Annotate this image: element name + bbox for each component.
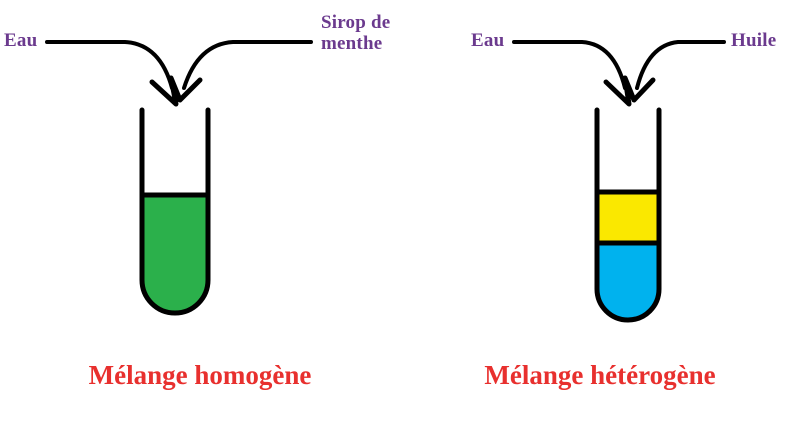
test-tube-right	[594, 107, 662, 323]
caption-melange-homogene: Mélange homogène	[88, 360, 312, 390]
liquid-huile	[597, 192, 659, 243]
label-huile: Huile	[731, 30, 777, 51]
label-eau-left: Eau	[4, 30, 38, 51]
arrowhead-right	[603, 75, 656, 107]
pour-line-huile-right	[635, 40, 726, 90]
liquid-sirop-menthe	[142, 195, 208, 311]
pour-line-sirop-left	[182, 40, 313, 90]
right-experiment-group	[512, 40, 726, 323]
label-sirop-de-menthe: Sirop de menthe	[321, 12, 391, 54]
label-eau-right: Eau	[471, 30, 505, 51]
caption-melange-heterogene: Mélange hétérogène	[484, 360, 716, 390]
arrowhead-left	[149, 75, 203, 107]
pour-line-eau-right	[512, 40, 627, 90]
test-tube-left	[139, 107, 211, 316]
left-experiment-group	[45, 40, 313, 316]
liquid-eau	[597, 243, 659, 318]
